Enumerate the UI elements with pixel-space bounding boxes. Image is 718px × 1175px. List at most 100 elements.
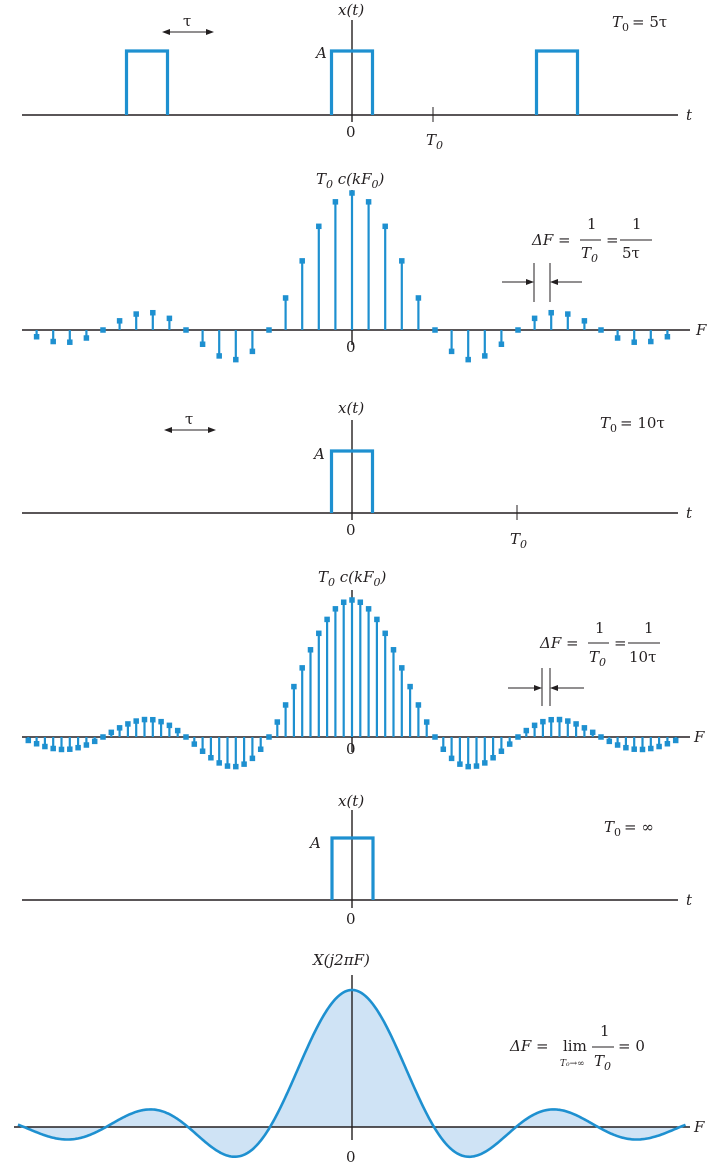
stem-marker bbox=[407, 683, 413, 690]
amplitude-label: A bbox=[312, 445, 325, 463]
stem-marker bbox=[448, 755, 455, 762]
stem-marker bbox=[199, 748, 206, 754]
stem-marker bbox=[183, 327, 189, 333]
pulse bbox=[534, 49, 580, 115]
stem-marker bbox=[174, 727, 181, 734]
stem-marker bbox=[67, 746, 73, 752]
stem-marker bbox=[274, 719, 281, 725]
stem-marker bbox=[224, 763, 231, 769]
stem-marker bbox=[573, 721, 579, 727]
stem-marker bbox=[399, 665, 405, 671]
stem-marker bbox=[316, 630, 322, 637]
stem-marker bbox=[473, 763, 480, 769]
stem-marker bbox=[249, 755, 256, 762]
stem-marker bbox=[249, 348, 256, 355]
stem-marker bbox=[365, 199, 372, 205]
pulse bbox=[329, 449, 375, 513]
delta-f-formula: ΔF = 1 T0 = 1 5τ bbox=[531, 215, 652, 265]
svg-text:1: 1 bbox=[595, 619, 605, 637]
svg-text:10τ: 10τ bbox=[629, 648, 656, 666]
stem-marker bbox=[648, 338, 654, 345]
svg-text:T0: T0 bbox=[581, 244, 598, 265]
svg-text:lim: lim bbox=[563, 1037, 587, 1055]
spacing-arrows bbox=[508, 668, 584, 706]
panel-continuous-spectrum: X(j2πF) F 0 ΔF = lim T₀→∞ 1 T0 = 0 bbox=[14, 951, 705, 1166]
stem-marker bbox=[598, 327, 604, 333]
stem-marker bbox=[390, 647, 397, 653]
x-var-label: F bbox=[695, 321, 707, 339]
stem-marker bbox=[565, 718, 571, 724]
x-var-label: t bbox=[686, 504, 693, 522]
stem-marker bbox=[316, 223, 322, 230]
stem-marker bbox=[266, 327, 272, 333]
svg-text:ΔF =: ΔF = bbox=[509, 1037, 549, 1055]
zero-label: 0 bbox=[346, 338, 356, 356]
x-var-label: F bbox=[693, 1118, 705, 1136]
panel-pulse-train-10tau: x(t) A t 0 T0 T0= 10τ τ bbox=[22, 399, 693, 551]
stem-marker bbox=[631, 339, 637, 345]
svg-text:T₀→∞: T₀→∞ bbox=[560, 1059, 585, 1069]
period-eq: T0= 10τ bbox=[600, 414, 665, 435]
stem-marker bbox=[581, 318, 588, 324]
stem-marker bbox=[415, 702, 422, 708]
svg-text:T0: T0 bbox=[589, 648, 606, 669]
stem-marker bbox=[498, 341, 505, 347]
svg-text:1: 1 bbox=[644, 619, 654, 637]
tau-label: τ bbox=[183, 12, 191, 30]
delta-f-formula: ΔF = 1 T0 = 1 10τ bbox=[539, 619, 660, 669]
period-eq: T0= 5τ bbox=[612, 13, 667, 34]
stem-marker bbox=[490, 755, 496, 761]
stem-marker bbox=[556, 716, 563, 723]
ylabel: x(t) bbox=[338, 792, 364, 810]
stem-marker bbox=[116, 318, 123, 324]
svg-text:ΔF =: ΔF = bbox=[531, 231, 571, 249]
stem-marker bbox=[42, 743, 48, 750]
panel-pulse-train-5tau: x(t) A t 0 T0 T0= 5τ τ bbox=[22, 1, 693, 152]
stem-marker bbox=[25, 737, 32, 744]
stem-marker bbox=[382, 223, 388, 230]
spacing-arrows bbox=[502, 263, 582, 302]
stem-marker bbox=[515, 734, 521, 740]
zero-label: 0 bbox=[346, 521, 356, 539]
stem-marker bbox=[199, 341, 206, 347]
stem-marker bbox=[349, 597, 355, 603]
svg-text:=: = bbox=[606, 231, 619, 249]
x-var-label: F bbox=[693, 728, 705, 746]
stem-marker bbox=[233, 356, 239, 363]
stem-marker bbox=[166, 722, 173, 729]
stem-marker bbox=[33, 333, 40, 340]
stem-marker bbox=[515, 327, 521, 333]
svg-text:= 0: = 0 bbox=[618, 1037, 645, 1055]
stem-marker bbox=[565, 311, 571, 317]
stem-marker bbox=[365, 606, 372, 612]
pulse bbox=[124, 49, 170, 115]
width-arrow bbox=[164, 427, 216, 433]
stem-marker bbox=[58, 746, 65, 753]
stem-marker bbox=[581, 725, 588, 731]
svg-text:1: 1 bbox=[632, 215, 642, 233]
zero-label: 0 bbox=[346, 910, 356, 928]
stem-marker bbox=[216, 760, 222, 766]
svg-text:ΔF =: ΔF = bbox=[539, 634, 579, 652]
period-label: T0 bbox=[426, 131, 443, 152]
x-var-label: t bbox=[686, 106, 693, 124]
stem-marker bbox=[656, 743, 662, 750]
stem-marker bbox=[83, 742, 90, 748]
stem-marker bbox=[639, 746, 646, 753]
stem-marker bbox=[332, 606, 339, 612]
stem-marker bbox=[598, 734, 604, 740]
stem-group bbox=[33, 190, 671, 363]
svg-text:T0: T0 bbox=[594, 1052, 611, 1073]
stem-marker bbox=[67, 339, 73, 345]
panel-spectrum-5tau: T0 c(kF0) F 0 ΔF = 1 T0 = 1 5τ bbox=[22, 170, 707, 363]
stem-marker bbox=[440, 746, 447, 753]
stem-marker bbox=[614, 335, 621, 341]
stem-marker bbox=[672, 737, 679, 744]
stem-marker bbox=[307, 647, 314, 653]
stem-marker bbox=[482, 760, 488, 766]
stem-marker bbox=[448, 348, 455, 355]
ylabel: X(j2πF) bbox=[312, 951, 370, 969]
ylabel: T0 c(kF0) bbox=[318, 568, 387, 589]
stem-marker bbox=[531, 315, 538, 322]
